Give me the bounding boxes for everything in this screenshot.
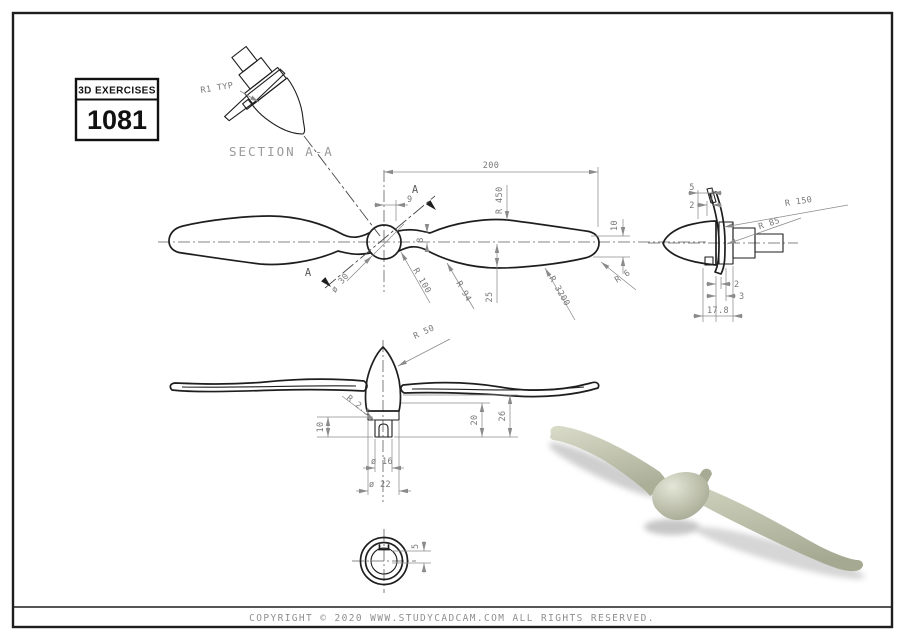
right-blade-outline xyxy=(397,218,600,269)
dim-span-label: 200 xyxy=(483,161,500,171)
dim-key-5: 5 xyxy=(392,541,431,573)
dim-key-5-label: 5 xyxy=(411,543,421,549)
fillet-note-label: R1 TYP xyxy=(200,81,234,96)
front-view: A A 200 R 450 9 ø 30 xyxy=(158,161,706,321)
dim-blade-width: 25 xyxy=(485,244,500,303)
dim-offset-9: 9 xyxy=(374,195,413,221)
dim-r450-label: R 450 xyxy=(495,186,505,214)
section-arrow-bottom xyxy=(321,277,331,287)
dim-17-8-label: 17.8 xyxy=(707,306,729,316)
dim-side-2-top-label: 2 xyxy=(689,201,695,211)
dim-side-2-bottom: 2 xyxy=(706,276,740,322)
section-caption: SECTION A-A xyxy=(229,144,334,159)
dim-r3200: R 3200 xyxy=(544,267,576,321)
axial-view: 5 xyxy=(352,529,431,593)
title-block: 3D EXERCISES 1081 xyxy=(74,77,160,142)
dim-side-2-top: 2 xyxy=(689,201,722,216)
dim-hub-dia-label: ø 30 xyxy=(330,272,352,295)
dim-r85-label: R 85 xyxy=(757,216,781,232)
axial-keyway xyxy=(377,544,391,551)
render-shadow-right xyxy=(695,526,865,580)
dim-r50-label: R 50 xyxy=(412,323,436,341)
dim-side-3: 3 xyxy=(706,268,745,302)
section-view: R1 TYP SECTION A-A xyxy=(200,45,381,237)
dim-r2-5-label: R 2.5 xyxy=(344,393,372,418)
hub-circle xyxy=(366,224,402,260)
dim-26: 26 xyxy=(403,394,518,437)
plan-left-blade xyxy=(169,378,368,393)
dim-dia22-label: ø 22 xyxy=(369,480,391,490)
dim-r150: R 150 xyxy=(723,195,849,228)
dim-r6-label: R 6 xyxy=(613,268,632,285)
sheet-frame xyxy=(11,11,894,629)
render-right-blade xyxy=(690,484,864,572)
section-label-a-top: A xyxy=(412,184,419,196)
dim-r94: R 94 xyxy=(446,262,475,310)
spinner-profile xyxy=(662,220,717,266)
render-left-blade xyxy=(550,425,668,496)
blade-tab-bottom xyxy=(704,256,714,266)
dim-dia16-label: ø 16 xyxy=(371,457,393,467)
dim-side-5-label: 5 xyxy=(689,183,695,193)
dim-slot-10: 10 xyxy=(316,416,373,438)
dim-offset-label: 9 xyxy=(407,195,413,205)
dim-dia22: ø 22 xyxy=(356,421,411,495)
blade-tab-top xyxy=(706,187,717,204)
section-arrow-top xyxy=(426,200,436,210)
plan-view: R 50 R 2.5 10 20 26 ø 16 xyxy=(169,323,600,502)
dim-r50: R 50 xyxy=(397,323,451,367)
plan-shaft xyxy=(374,419,393,438)
copyright-text: COPYRIGHT © 2020 WWW.STUDYCADCAM.COM ALL… xyxy=(249,613,655,624)
dim-tip-thk-label: 10 xyxy=(610,220,620,231)
dim-20-label: 20 xyxy=(470,414,480,425)
render-shadow-left xyxy=(548,442,662,498)
dim-20: 20 xyxy=(394,402,518,438)
exercise-number: 1081 xyxy=(87,105,147,135)
left-blade-outline xyxy=(168,215,371,266)
dim-blade-width-label: 25 xyxy=(485,291,495,302)
side-view: 5 2 R 150 R 85 2 3 xyxy=(648,183,849,322)
dim-root-thk: 8 xyxy=(416,224,430,252)
dim-r85: R 85 xyxy=(726,216,802,245)
hub-shaft xyxy=(754,233,784,253)
plan-slot xyxy=(378,423,389,437)
render-shadow-hub xyxy=(644,519,700,535)
dim-r3200-label: R 3200 xyxy=(546,275,571,309)
dim-r100: R 100 xyxy=(400,251,433,304)
plan-collar xyxy=(367,410,400,421)
dim-slot-10-label: 10 xyxy=(316,421,326,432)
axial-outer-circle xyxy=(359,536,409,586)
dim-side-3-label: 3 xyxy=(739,292,745,302)
blade-edge-profile xyxy=(709,191,726,275)
dim-tip-thk: 10 xyxy=(591,219,630,274)
render-spinner xyxy=(652,472,710,520)
footer: COPYRIGHT © 2020 WWW.STUDYCADCAM.COM ALL… xyxy=(249,613,655,624)
section-cut-line: A A xyxy=(305,184,436,289)
dim-r6: R 6 xyxy=(600,261,637,291)
title-block-header: 3D EXERCISES xyxy=(78,86,156,97)
dim-r450: R 450 xyxy=(495,185,510,220)
dim-dia16: ø 16 xyxy=(363,439,404,472)
dim-r100-label: R 100 xyxy=(410,267,432,296)
axial-bore xyxy=(370,547,398,575)
dim-root-thk-label: 8 xyxy=(416,237,426,243)
plan-right-blade xyxy=(400,381,600,398)
dim-17-8: 17.8 xyxy=(693,266,743,322)
axial-ring xyxy=(364,541,404,581)
render-3d xyxy=(548,425,865,580)
dim-side-2-bottom-label: 2 xyxy=(734,280,740,290)
dim-26-label: 26 xyxy=(498,410,508,421)
dim-r150-label: R 150 xyxy=(784,195,813,209)
section-label-a-bottom: A xyxy=(305,267,312,279)
dim-r94-label: R 94 xyxy=(453,280,473,304)
dim-span-200: 200 xyxy=(384,161,599,227)
